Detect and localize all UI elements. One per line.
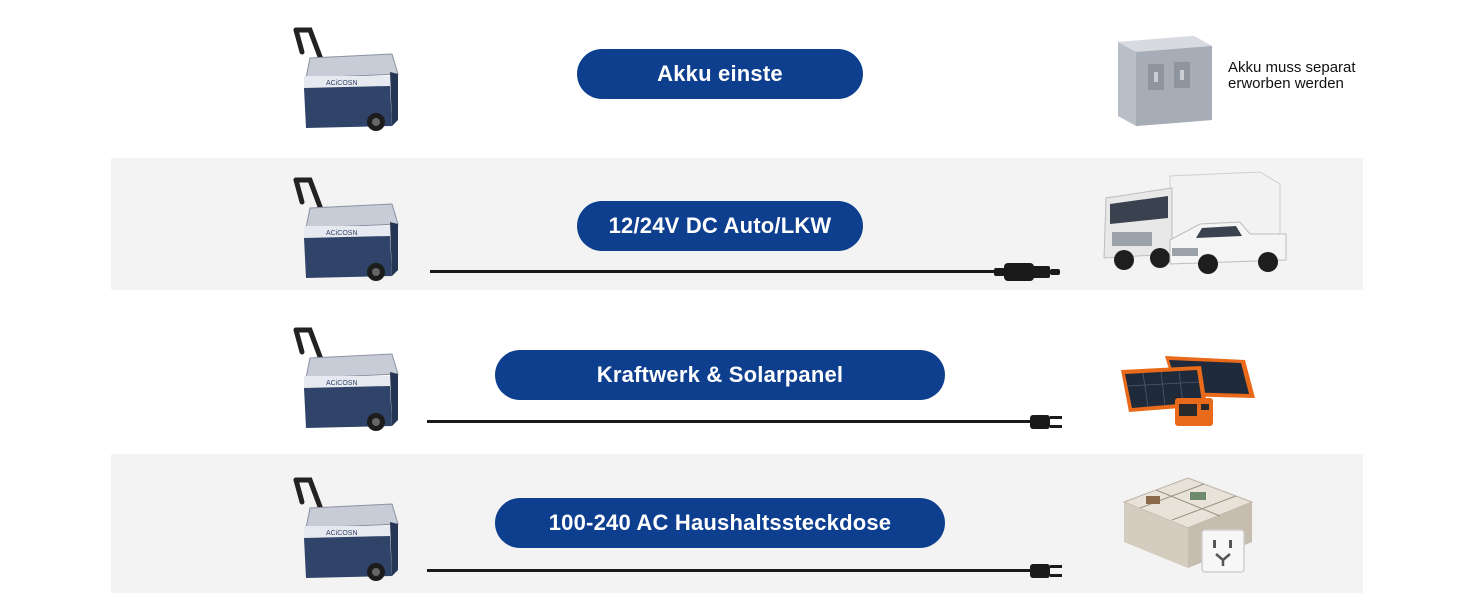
ac-plug-icon [1030, 415, 1062, 429]
row-solar: ACiCOSN Kraftwerk & Solarpanel [0, 300, 1464, 448]
battery-pack-image [1118, 36, 1212, 126]
cooler-image: ACiCOSN [293, 27, 399, 131]
ac-cable [427, 569, 1037, 572]
truck-and-pickup-image [1103, 171, 1287, 274]
cooler-brand: ACiCOSN [326, 380, 358, 387]
cooler-image: ACiCOSN [293, 327, 399, 431]
mode-label-dc: 12/24V DC Auto/LKW [577, 201, 863, 251]
battery-note-line2: erworben werden [1228, 75, 1344, 92]
battery-note: Akku muss separat erworben werden [1228, 60, 1356, 92]
mode-label-battery: Akku einste [577, 49, 863, 99]
cooler-image: ACiCOSN [293, 477, 399, 581]
dc-cable [430, 270, 1000, 273]
row-dc: ACiCOSN 12/24V DC Auto/LKW [0, 150, 1464, 298]
solar-cable [427, 420, 1037, 423]
row-ac: ACiCOSN 100-240 AC Haushaltssteckdose [0, 452, 1464, 600]
ac-plug-icon [1030, 564, 1062, 578]
cooler-brand: ACiCOSN [326, 530, 358, 537]
cooler-image: ACiCOSN [293, 177, 399, 281]
row-battery: ACiCOSN Akku einste Akku muss separat er… [0, 0, 1464, 148]
cooler-brand: ACiCOSN [326, 230, 358, 237]
battery-note-line1: Akku muss separat [1228, 59, 1356, 76]
car-plug-icon [994, 263, 1060, 281]
mode-label-solar: Kraftwerk & Solarpanel [495, 350, 945, 400]
house-and-wall-socket-image [1122, 477, 1254, 573]
power-station-solar-panels-image [1121, 356, 1255, 426]
cooler-brand: ACiCOSN [326, 80, 358, 87]
mode-label-ac: 100-240 AC Haushaltssteckdose [495, 498, 945, 548]
